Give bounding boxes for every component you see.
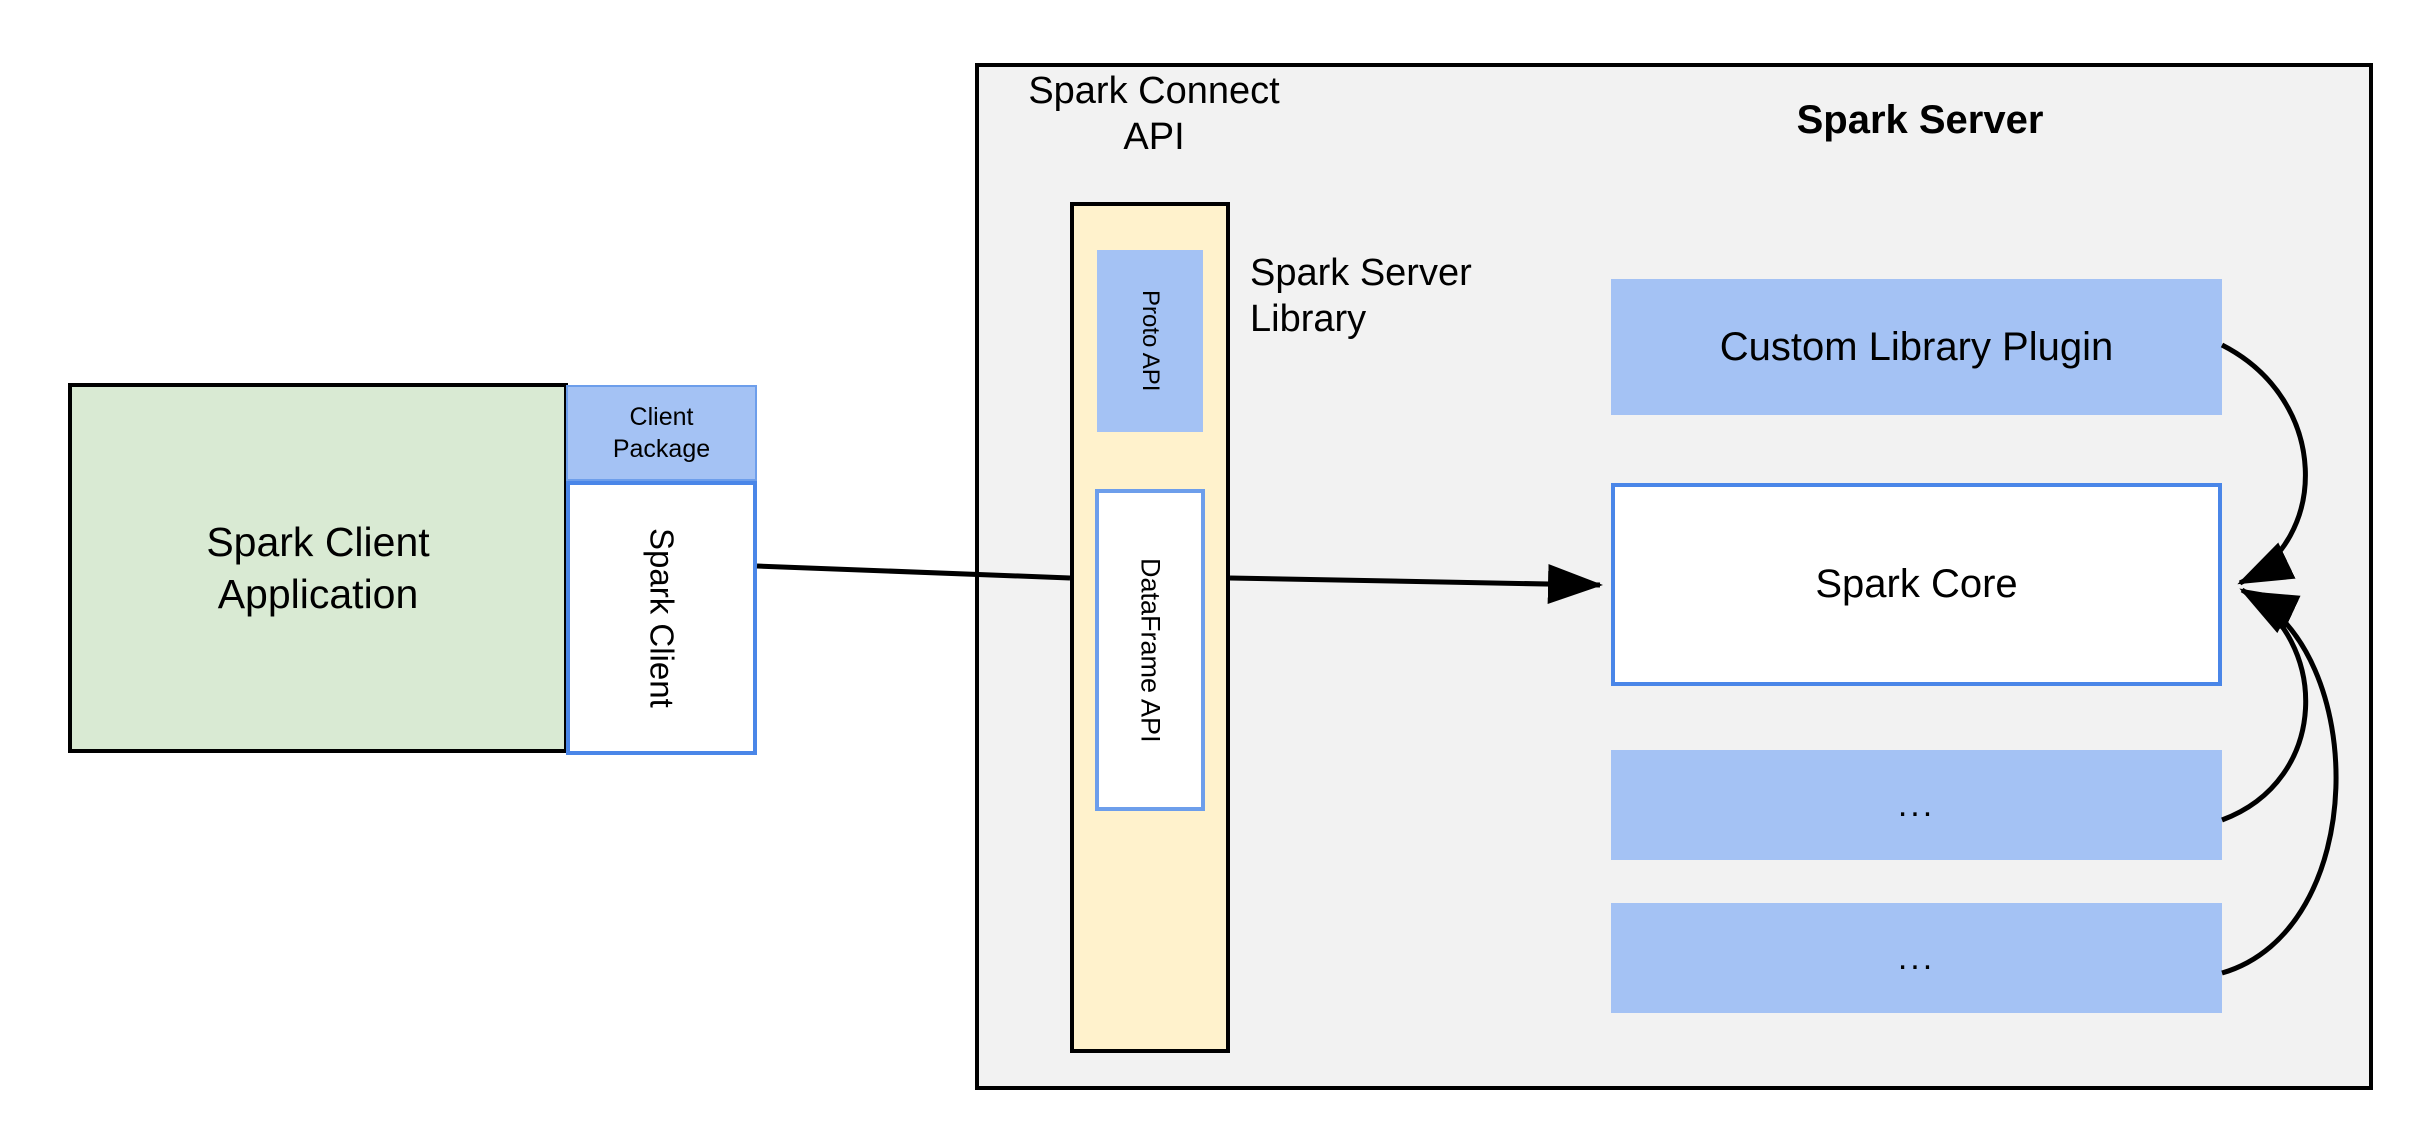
spark-connect-api-label-line2: API — [1123, 116, 1185, 159]
placeholder-component-label-2: ... — [1897, 938, 1936, 977]
proto-api-label: Proto API — [1137, 290, 1164, 392]
spark-core-label: Spark Core — [1815, 562, 2018, 606]
spark-server-title: Spark Server — [1796, 97, 2044, 142]
placeholder-component-box-2[interactable]: ... — [1611, 903, 2222, 1013]
spark-server-library-label-line1: Spark Server — [1250, 252, 1472, 294]
spark-client-label: Spark Client — [643, 528, 681, 708]
custom-library-plugin-label: Custom Library Plugin — [1719, 324, 2114, 369]
client-package-label-line2: Package — [612, 435, 711, 463]
placeholder-component-label-1: ... — [1897, 785, 1936, 824]
client-package-label-line1: Client — [629, 402, 694, 431]
proto-api-box[interactable]: Proto API — [1097, 250, 1203, 432]
dataframe-api-label: DataFrame API — [1135, 557, 1166, 743]
client-package-box[interactable]: Client Package — [566, 385, 757, 481]
spark-client-application-box[interactable]: Spark Client Application — [68, 383, 568, 753]
spark-connect-api-label-line1: Spark Connect — [1028, 70, 1280, 112]
spark-client-application-label-line1: Spark Client — [206, 518, 430, 565]
placeholder-component-box-1[interactable]: ... — [1611, 750, 2222, 860]
spark-core-box[interactable]: Spark Core — [1611, 483, 2222, 686]
dataframe-api-box[interactable]: DataFrame API — [1095, 489, 1205, 811]
spark-server-library-label: Spark Server Library — [1250, 250, 1570, 356]
custom-library-plugin-box[interactable]: Custom Library Plugin — [1611, 279, 2222, 415]
spark-server-library-label-line2: Library — [1250, 298, 1367, 341]
spark-client-application-label-line2: Application — [217, 571, 419, 617]
spark-connect-api-label: Spark Connect API — [1000, 68, 1290, 168]
spark-client-box[interactable]: Spark Client — [566, 481, 757, 755]
